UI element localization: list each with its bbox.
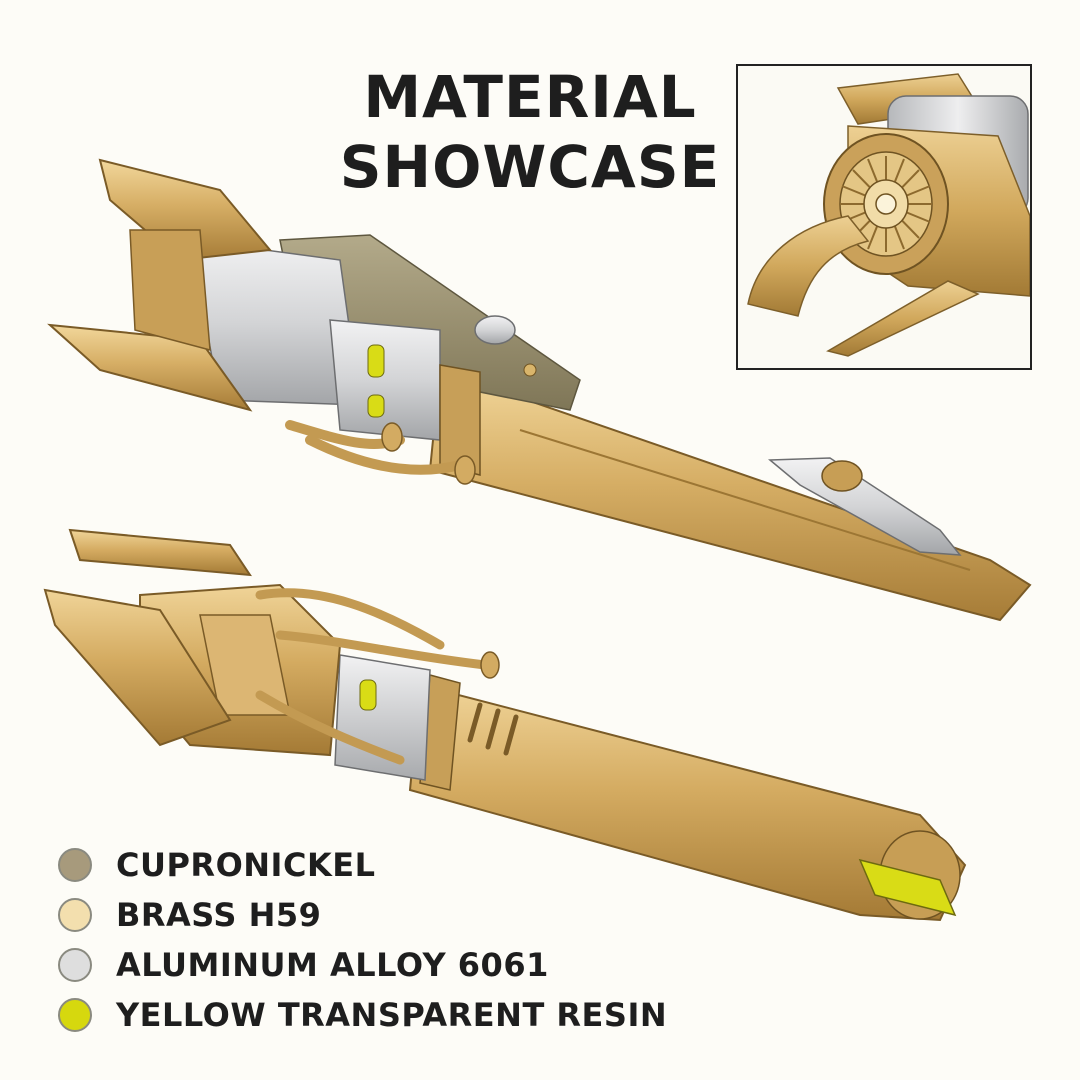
title-line-2: SHOWCASE: [339, 133, 721, 201]
upper-hilt-illustration: [47, 158, 1032, 622]
swatch-resin: [58, 998, 92, 1032]
swatch-cupronickel: [58, 848, 92, 882]
legend-item-resin: YELLOW TRANSPARENT RESIN: [58, 990, 667, 1040]
legend-item-cupronickel: CUPRONICKEL: [58, 840, 667, 890]
lower-hilt-illustration: [43, 528, 967, 922]
page-title: MATERIAL SHOWCASE: [330, 62, 730, 202]
material-legend: CUPRONICKEL BRASS H59 ALUMINUM ALLOY 606…: [58, 840, 667, 1040]
legend-label: ALUMINUM ALLOY 6061: [116, 946, 549, 984]
legend-item-brass: BRASS H59: [58, 890, 667, 940]
legend-label: BRASS H59: [116, 896, 322, 934]
swatch-brass: [58, 898, 92, 932]
legend-label: CUPRONICKEL: [116, 846, 376, 884]
legend-item-aluminum: ALUMINUM ALLOY 6061: [58, 940, 667, 990]
emitter-closeup-illustration: [747, 73, 1031, 357]
swatch-aluminum: [58, 948, 92, 982]
title-line-1: MATERIAL: [363, 63, 697, 131]
emitter-closeup-inset: [736, 64, 1032, 370]
legend-label: YELLOW TRANSPARENT RESIN: [116, 996, 668, 1034]
